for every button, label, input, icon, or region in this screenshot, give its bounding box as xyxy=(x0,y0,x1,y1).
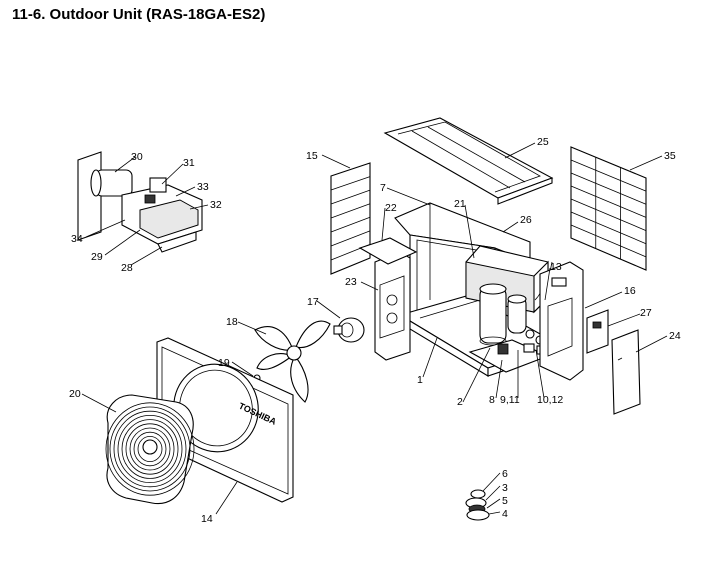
leader-lines xyxy=(81,142,668,515)
fan-motor xyxy=(333,317,365,343)
callout-29: 29 xyxy=(91,251,103,263)
callout-9-11: 9,11 xyxy=(500,394,520,406)
callout-23: 23 xyxy=(345,276,357,288)
page-title: 11-6. Outdoor Unit (RAS-18GA-ES2) xyxy=(12,6,266,23)
callout-18: 18 xyxy=(226,316,238,328)
callout-30: 30 xyxy=(131,151,143,163)
callout-13: 13 xyxy=(550,261,562,273)
callout-16: 16 xyxy=(624,285,636,297)
electrical-parts-assembly xyxy=(77,151,203,253)
callout-4: 4 xyxy=(502,508,508,520)
callout-22: 22 xyxy=(385,202,397,214)
top-cover xyxy=(383,117,554,205)
callout-8: 8 xyxy=(489,394,495,406)
callout-3: 3 xyxy=(502,482,508,494)
motor-base xyxy=(374,251,411,361)
callout-28: 28 xyxy=(121,262,133,274)
callout-26: 26 xyxy=(520,214,532,226)
front-panel: TOSHIBA xyxy=(156,337,294,503)
callout-24: 24 xyxy=(669,330,681,342)
rear-grille xyxy=(570,146,647,271)
fan-guard xyxy=(105,394,195,505)
side-panel xyxy=(539,261,584,381)
callout-10-12: 10,12 xyxy=(537,394,563,406)
callout-25: 25 xyxy=(537,136,549,148)
small-parts-stack xyxy=(465,489,490,521)
callout-35: 35 xyxy=(664,150,676,162)
callout-21: 21 xyxy=(454,198,466,210)
callout-1: 1 xyxy=(417,374,423,386)
callout-2: 2 xyxy=(457,396,463,408)
propeller-fan xyxy=(254,320,331,403)
callout-33: 33 xyxy=(197,181,209,193)
callout-32: 32 xyxy=(210,199,222,211)
valve-cover xyxy=(586,309,609,354)
callout-31: 31 xyxy=(183,157,195,169)
callout-6: 6 xyxy=(502,468,508,480)
callout-5: 5 xyxy=(502,495,508,507)
callout-34: 34 xyxy=(71,233,83,245)
side-grille xyxy=(330,162,371,275)
callout-20: 20 xyxy=(69,388,81,400)
callout-7: 7 xyxy=(380,182,386,194)
callout-labels: 1 2 3 4 5 6 7 8 9,11 10,12 13 14 15 16 1… xyxy=(69,136,681,525)
callout-15: 15 xyxy=(306,150,318,162)
callout-14: 14 xyxy=(201,513,213,525)
partition-bracket xyxy=(358,237,418,265)
callout-17: 17 xyxy=(307,296,319,308)
callout-19: 19 xyxy=(218,357,230,369)
terminal-cover xyxy=(611,329,641,415)
callout-27: 27 xyxy=(640,307,652,319)
